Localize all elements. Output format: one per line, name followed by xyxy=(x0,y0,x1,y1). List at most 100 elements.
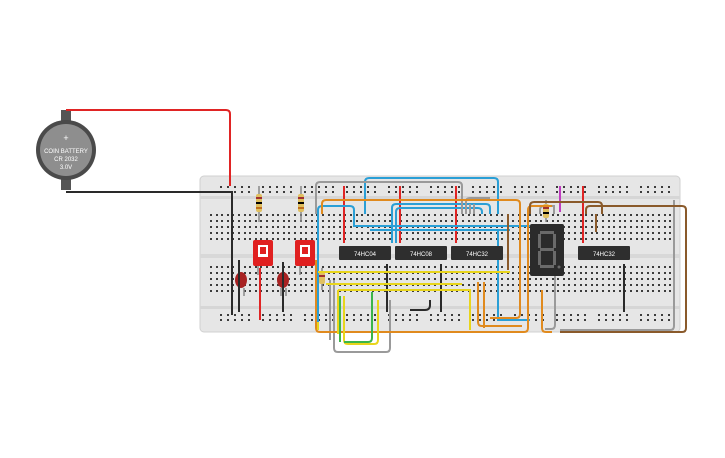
breadboard-hole[interactable] xyxy=(608,226,610,228)
breadboard-hole[interactable] xyxy=(288,266,290,268)
breadboard-hole[interactable] xyxy=(374,186,376,188)
breadboard-hole[interactable] xyxy=(577,314,579,316)
breadboard-hole[interactable] xyxy=(423,232,425,234)
breadboard-hole[interactable] xyxy=(602,272,604,274)
breadboard-hole[interactable] xyxy=(290,186,292,188)
breadboard-hole[interactable] xyxy=(479,232,481,234)
breadboard-hole[interactable] xyxy=(524,278,526,280)
breadboard-hole[interactable] xyxy=(458,191,460,193)
breadboard-hole[interactable] xyxy=(524,284,526,286)
breadboard-hole[interactable] xyxy=(367,191,369,193)
breadboard-hole[interactable] xyxy=(585,290,587,292)
breadboard-hole[interactable] xyxy=(445,238,447,240)
breadboard-hole[interactable] xyxy=(472,314,474,316)
breadboard-hole[interactable] xyxy=(602,284,604,286)
breadboard-hole[interactable] xyxy=(311,266,313,268)
breadboard-hole[interactable] xyxy=(591,266,593,268)
breadboard-hole[interactable] xyxy=(521,191,523,193)
breadboard-hole[interactable] xyxy=(277,284,279,286)
breadboard-hole[interactable] xyxy=(500,314,502,316)
breadboard-hole[interactable] xyxy=(283,220,285,222)
breadboard-hole[interactable] xyxy=(389,232,391,234)
breadboard-hole[interactable] xyxy=(652,220,654,222)
breadboard-hole[interactable] xyxy=(605,186,607,188)
breadboard-hole[interactable] xyxy=(563,186,565,188)
breadboard-hole[interactable] xyxy=(540,220,542,222)
breadboard-hole[interactable] xyxy=(416,314,418,316)
breadboard-hole[interactable] xyxy=(501,278,503,280)
breadboard-hole[interactable] xyxy=(472,191,474,193)
breadboard-hole[interactable] xyxy=(585,238,587,240)
breadboard-hole[interactable] xyxy=(416,186,418,188)
breadboard-hole[interactable] xyxy=(462,278,464,280)
breadboard-hole[interactable] xyxy=(479,214,481,216)
breadboard-hole[interactable] xyxy=(283,191,285,193)
breadboard-hole[interactable] xyxy=(619,191,621,193)
breadboard-hole[interactable] xyxy=(619,220,621,222)
breadboard-hole[interactable] xyxy=(529,220,531,222)
breadboard-hole[interactable] xyxy=(277,266,279,268)
breadboard-hole[interactable] xyxy=(227,319,229,321)
breadboard-hole[interactable] xyxy=(221,238,223,240)
breadboard-hole[interactable] xyxy=(227,266,229,268)
breadboard-hole[interactable] xyxy=(658,290,660,292)
breadboard-hole[interactable] xyxy=(283,314,285,316)
seven-segment-display[interactable] xyxy=(530,224,564,276)
resistor-1[interactable] xyxy=(256,186,262,222)
breadboard-hole[interactable] xyxy=(395,266,397,268)
breadboard-hole[interactable] xyxy=(654,319,656,321)
breadboard-hole[interactable] xyxy=(535,220,537,222)
breadboard-hole[interactable] xyxy=(412,220,414,222)
breadboard-hole[interactable] xyxy=(484,214,486,216)
breadboard-hole[interactable] xyxy=(664,238,666,240)
breadboard-hole[interactable] xyxy=(668,314,670,316)
breadboard-hole[interactable] xyxy=(619,284,621,286)
breadboard-hole[interactable] xyxy=(384,238,386,240)
breadboard-hole[interactable] xyxy=(528,191,530,193)
breadboard-hole[interactable] xyxy=(311,314,313,316)
breadboard-hole[interactable] xyxy=(512,232,514,234)
breadboard-hole[interactable] xyxy=(288,272,290,274)
breadboard-hole[interactable] xyxy=(451,186,453,188)
breadboard-hole[interactable] xyxy=(568,284,570,286)
breadboard-hole[interactable] xyxy=(668,186,670,188)
breadboard-hole[interactable] xyxy=(328,226,330,228)
breadboard-hole[interactable] xyxy=(568,220,570,222)
breadboard-hole[interactable] xyxy=(423,220,425,222)
breadboard-hole[interactable] xyxy=(624,238,626,240)
breadboard-hole[interactable] xyxy=(654,191,656,193)
breadboard-hole[interactable] xyxy=(288,226,290,228)
breadboard-hole[interactable] xyxy=(311,220,313,222)
breadboard-hole[interactable] xyxy=(227,278,229,280)
breadboard-hole[interactable] xyxy=(255,278,257,280)
breadboard-hole[interactable] xyxy=(353,186,355,188)
breadboard-hole[interactable] xyxy=(647,284,649,286)
breadboard-hole[interactable] xyxy=(266,226,268,228)
breadboard-hole[interactable] xyxy=(428,232,430,234)
yellow-wires[interactable] xyxy=(317,271,510,345)
breadboard-hole[interactable] xyxy=(490,290,492,292)
breadboard-hole[interactable] xyxy=(596,232,598,234)
breadboard-hole[interactable] xyxy=(585,278,587,280)
breadboard-hole[interactable] xyxy=(624,232,626,234)
breadboard-hole[interactable] xyxy=(598,319,600,321)
breadboard-hole[interactable] xyxy=(428,220,430,222)
breadboard-hole[interactable] xyxy=(647,319,649,321)
breadboard-hole[interactable] xyxy=(325,191,327,193)
breadboard-hole[interactable] xyxy=(591,278,593,280)
breadboard-hole[interactable] xyxy=(409,314,411,316)
breadboard-hole[interactable] xyxy=(669,272,671,274)
breadboard-hole[interactable] xyxy=(288,278,290,280)
breadboard-hole[interactable] xyxy=(216,272,218,274)
breadboard-hole[interactable] xyxy=(668,319,670,321)
breadboard-hole[interactable] xyxy=(608,290,610,292)
breadboard-hole[interactable] xyxy=(619,238,621,240)
breadboard-hole[interactable] xyxy=(479,266,481,268)
breadboard-hole[interactable] xyxy=(647,314,649,316)
breadboard-hole[interactable] xyxy=(272,284,274,286)
breadboard-hole[interactable] xyxy=(585,284,587,286)
breadboard-hole[interactable] xyxy=(332,186,334,188)
breadboard-hole[interactable] xyxy=(389,266,391,268)
breadboard-hole[interactable] xyxy=(339,266,341,268)
breadboard-hole[interactable] xyxy=(619,226,621,228)
